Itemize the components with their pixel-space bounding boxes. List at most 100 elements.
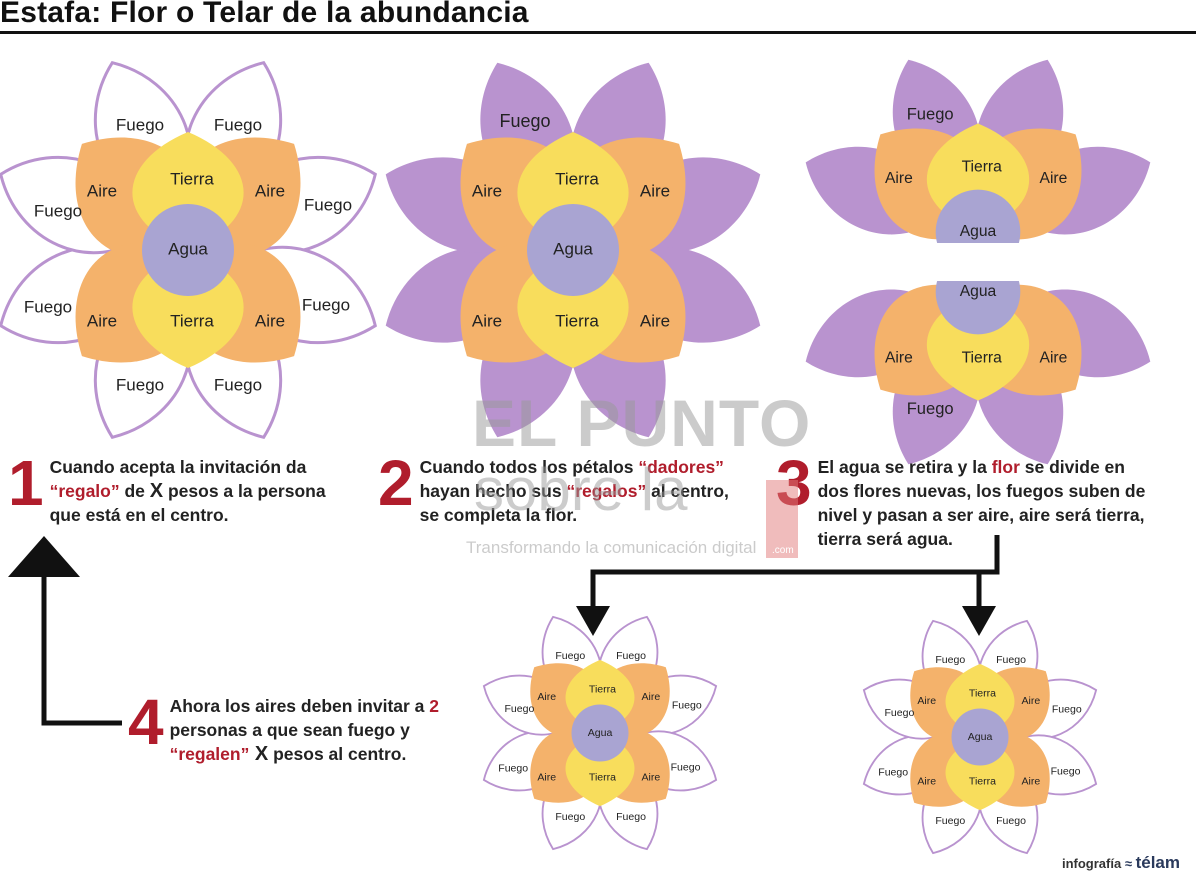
label-aire: Aire bbox=[917, 695, 936, 707]
keyword-x: X bbox=[149, 480, 164, 502]
label-fuego: Fuego bbox=[302, 295, 350, 314]
label-fuego: Fuego bbox=[116, 375, 164, 394]
label-fuego: Fuego bbox=[884, 707, 914, 719]
label-aire: Aire bbox=[641, 691, 660, 703]
label-fuego: Fuego bbox=[504, 703, 534, 715]
arrows bbox=[8, 535, 1000, 726]
keyword-x: X bbox=[249, 743, 269, 765]
label-tierra: Tierra bbox=[962, 349, 1003, 366]
step-2-text: Cuando todos los pétalos “dadores” hayan… bbox=[420, 455, 729, 527]
step-3-line: El agua se retira y la flor se divide en bbox=[818, 455, 1146, 479]
keyword-regalo: “regalo” bbox=[49, 481, 120, 501]
watermark-com: .com bbox=[772, 545, 794, 556]
step-4-word: pesos al centro. bbox=[268, 744, 407, 764]
agua-center bbox=[142, 204, 234, 296]
step-1-line: Cuando acepta la invitación da bbox=[49, 457, 307, 477]
step-3-line: nivel y pasan a ser aire, aire será tier… bbox=[817, 505, 1145, 525]
step-4-text: Ahora los aires deben invitar a 2 person… bbox=[170, 694, 439, 766]
step-2-word: Cuando todos los pétalos bbox=[419, 457, 639, 477]
label-aire: Aire bbox=[87, 311, 117, 330]
step-3-word: se divide en bbox=[1019, 457, 1125, 477]
label-agua: Agua bbox=[553, 239, 593, 258]
arrow-back-to-step-1 bbox=[41, 576, 122, 726]
label-fuego: Fuego bbox=[34, 201, 82, 220]
label-fuego: Fuego bbox=[616, 650, 646, 662]
label-tierra: Tierra bbox=[589, 683, 616, 695]
label-fuego: Fuego bbox=[214, 375, 262, 394]
label-fuego: Fuego bbox=[116, 115, 164, 134]
label-aire: Aire bbox=[1040, 349, 1068, 366]
agua-center bbox=[571, 704, 629, 762]
keyword-dadores: “dadores” bbox=[638, 457, 724, 477]
label-fuego: Fuego bbox=[1052, 704, 1082, 716]
label-fuego: Fuego bbox=[935, 815, 965, 827]
label-aire: Aire bbox=[885, 170, 913, 187]
credit-brand: télam bbox=[1135, 853, 1180, 872]
label-fuego: Fuego bbox=[996, 654, 1026, 666]
step-3-line: dos flores nuevas, los fuegos suben de bbox=[817, 481, 1146, 501]
step-2-word: hayan hecho sus bbox=[419, 481, 567, 501]
keyword-2: 2 bbox=[429, 696, 439, 716]
keyword-flor: flor bbox=[991, 457, 1020, 477]
label-aire: Aire bbox=[640, 181, 670, 200]
step-3-text: El agua se retira y la flor se divide en… bbox=[818, 455, 1146, 551]
label-tierra: Tierra bbox=[555, 311, 599, 330]
label-aire: Aire bbox=[472, 181, 502, 200]
label-aire: Aire bbox=[537, 771, 556, 783]
page-title: Estafa: Flor o Telar de la abundancia bbox=[0, 0, 529, 29]
label-fuego: Fuego bbox=[996, 815, 1026, 827]
label-aire: Aire bbox=[87, 181, 117, 200]
label-aire: Aire bbox=[537, 691, 556, 703]
label-aire: Aire bbox=[472, 311, 502, 330]
label-tierra: Tierra bbox=[170, 169, 214, 188]
watermark-subtitle: sobre la bbox=[474, 456, 688, 523]
label-fuego: Fuego bbox=[555, 811, 585, 823]
step-3-word: El agua se retira y la bbox=[817, 457, 992, 477]
step-4-word: Ahora los aires deben invitar a bbox=[169, 696, 430, 716]
step-2-number: 2 bbox=[378, 447, 414, 519]
label-agua: Agua bbox=[588, 727, 613, 739]
step-1-text: Cuando acepta la invitación da “regalo” … bbox=[50, 455, 326, 527]
label-fuego: Fuego bbox=[214, 115, 262, 134]
label-fuego: Fuego bbox=[671, 762, 701, 774]
label-fuego: Fuego bbox=[498, 763, 528, 775]
step-4-line: “regalen” X pesos al centro. bbox=[170, 742, 439, 766]
label-fuego: Fuego bbox=[672, 700, 702, 712]
credit: infografía ≈ télam bbox=[1062, 853, 1180, 873]
step-1-word: de bbox=[119, 481, 150, 501]
step-1-number: 1 bbox=[8, 447, 44, 519]
step-2: 2 Cuando todos los pétalos “dadores” hay… bbox=[378, 447, 729, 527]
watermark: EL PUNTO sobre la .com Transformando la … bbox=[466, 385, 812, 575]
label-fuego: Fuego bbox=[24, 297, 72, 316]
step-4: 4 Ahora los aires deben invitar a 2 pers… bbox=[128, 690, 439, 766]
label-tierra: Tierra bbox=[555, 169, 599, 188]
step-1: 1 Cuando acepta la invitación da “regalo… bbox=[8, 447, 326, 527]
label-fuego: Fuego bbox=[304, 195, 352, 214]
label-agua: Agua bbox=[168, 239, 208, 258]
step-3-line: tierra será agua. bbox=[817, 529, 953, 549]
agua-center bbox=[935, 280, 1021, 335]
agua-center bbox=[527, 204, 619, 296]
step-2-line: hayan hecho sus “regalos” al centro, bbox=[420, 479, 729, 503]
label-aire: Aire bbox=[255, 181, 285, 200]
step-2-line: Cuando todos los pétalos “dadores” bbox=[420, 455, 729, 479]
label-aire: Aire bbox=[917, 775, 936, 787]
step-1-line: “regalo” de X pesos a la persona bbox=[50, 479, 326, 503]
label-aire: Aire bbox=[885, 349, 913, 366]
watermark-tagline: Transformando la comunicación digital bbox=[466, 538, 757, 557]
label-tierra: Tierra bbox=[969, 775, 996, 787]
label-agua: Agua bbox=[968, 731, 993, 743]
label-fuego: Fuego bbox=[555, 650, 585, 662]
arrowhead-down bbox=[576, 606, 610, 636]
label-tierra: Tierra bbox=[170, 311, 214, 330]
label-fuego: Fuego bbox=[907, 399, 954, 418]
label-tierra: Tierra bbox=[962, 159, 1003, 176]
label-aire: Aire bbox=[640, 311, 670, 330]
keyword-regalen: “regalen” bbox=[169, 744, 250, 764]
label-fuego: Fuego bbox=[1051, 766, 1081, 778]
step-1-word: pesos a la persona bbox=[163, 481, 326, 501]
arrowhead-down bbox=[962, 606, 996, 636]
